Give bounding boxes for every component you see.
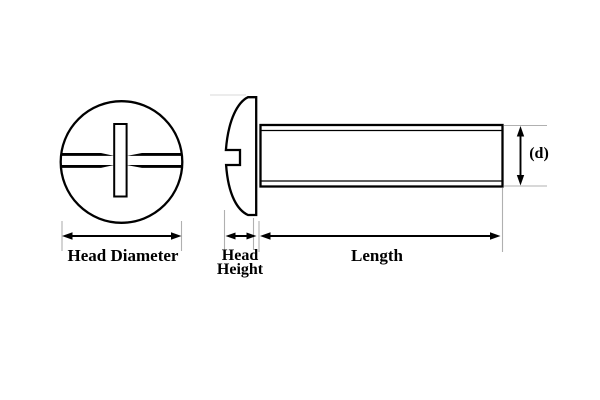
head-height-label-line2: Height [216, 261, 264, 278]
arrowhead-up [516, 126, 525, 137]
dim-head-height [225, 232, 257, 240]
dim-head-diameter [62, 232, 182, 240]
shank-diameter-label: (d) [529, 145, 549, 162]
head-height-label: Head Height [205, 247, 275, 278]
dim-length [260, 232, 501, 240]
arrowhead-left [260, 232, 271, 240]
front-view [59, 100, 184, 224]
side-view [210, 94, 504, 217]
head-height-label-line1: Head [221, 247, 259, 264]
arrowhead-right [246, 232, 257, 240]
head-profile [224, 96, 258, 217]
phillips-cross-bar [113, 123, 128, 198]
head-diameter-label: Head Diameter [67, 246, 179, 265]
dim-shank-diameter [516, 126, 525, 186]
arrowhead-down [516, 175, 525, 186]
shank-body [259, 123, 504, 188]
arrowhead-right [490, 232, 501, 240]
arrowhead-left [62, 232, 73, 240]
length-label: Length [351, 246, 403, 265]
drive-slot-line-bottom-right [126, 165, 181, 168]
drive-slot-line-bottom-left [62, 165, 115, 168]
dimension-arrows [62, 126, 525, 240]
drive-slot-line-top-right [126, 153, 181, 156]
drive-slot-line-top-left [62, 153, 115, 156]
arrowhead-left [225, 232, 236, 240]
arrowhead-right [171, 232, 182, 240]
